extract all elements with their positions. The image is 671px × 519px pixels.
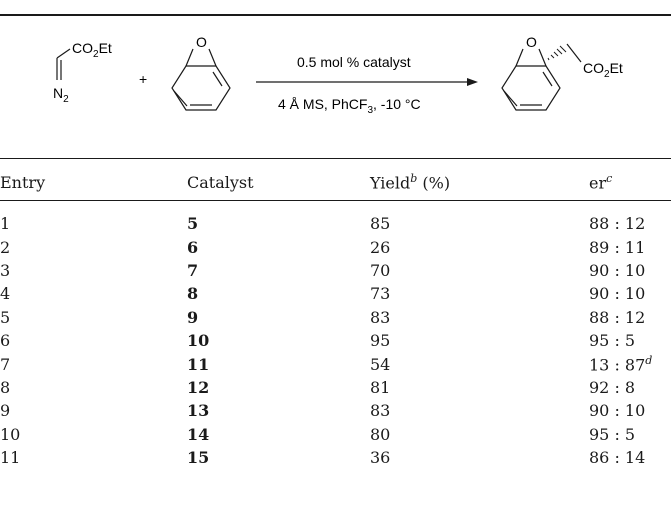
- cell-er: 95 : 5: [589, 331, 636, 351]
- table-row: 1 5 85 88 : 12: [0, 198, 671, 235]
- cell-er: 90 : 10: [589, 401, 646, 421]
- phthalan-structure: [171, 48, 231, 111]
- cell-er: 88 : 12: [589, 214, 646, 234]
- cell-catalyst: 13: [187, 401, 210, 421]
- table-row: 10 14 80 95 : 5: [0, 423, 671, 446]
- cell-er: 95 : 5: [589, 424, 636, 444]
- cell-catalyst: 9: [187, 307, 199, 327]
- cell-entry: 3: [0, 260, 11, 280]
- cell-catalyst: 7: [187, 260, 199, 280]
- table-row: 9 13 83 90 : 10: [0, 399, 671, 422]
- table-row: 8 12 81 92 : 8: [0, 376, 671, 399]
- header-er: erc: [589, 172, 613, 193]
- cell-entry: 8: [0, 377, 11, 397]
- cell-yield: 26: [370, 237, 391, 257]
- cell-er: 90 : 10: [589, 284, 646, 304]
- table-header-row: Entry Catalyst Yieldb (%) erc: [0, 167, 671, 198]
- cell-entry: 9: [0, 401, 11, 421]
- product-oxygen: O: [526, 34, 537, 50]
- arrow-conditions-top: 0.5 mol % catalyst: [297, 54, 411, 70]
- cell-yield: 80: [370, 424, 391, 444]
- product-hashed-wedge: [547, 45, 567, 61]
- cell-entry: 7: [0, 354, 11, 374]
- cell-er: 86 : 14: [589, 448, 646, 468]
- cell-entry: 1: [0, 214, 11, 234]
- table-row: 11 15 36 86 : 14: [0, 446, 671, 469]
- diazo-n2-label: N2: [53, 85, 69, 105]
- cell-er: 92 : 8: [589, 377, 636, 397]
- phthalan-oxygen: O: [196, 34, 207, 50]
- cell-entry: 6: [0, 331, 11, 351]
- top-rule: [0, 14, 671, 16]
- reaction-arrow-head: [467, 78, 478, 86]
- cell-er: 13 : 87d: [589, 353, 653, 375]
- reaction-scheme: CO2Et N2 + O 0.5 mol % catalyst 4 Å MS, …: [0, 14, 671, 154]
- cell-entry: 10: [0, 424, 21, 444]
- cell-entry: 5: [0, 307, 11, 327]
- cell-catalyst: 12: [187, 377, 210, 397]
- cell-yield: 36: [370, 448, 391, 468]
- plus-sign: +: [139, 71, 147, 87]
- cell-catalyst: 11: [187, 354, 210, 374]
- cell-yield: 73: [370, 284, 391, 304]
- cell-catalyst: 8: [187, 284, 199, 304]
- table-row: 7 11 54 13 : 87d: [0, 352, 671, 375]
- cell-yield: 95: [370, 331, 391, 351]
- cell-yield: 81: [370, 377, 391, 397]
- header-catalyst: Catalyst: [187, 173, 254, 192]
- cell-entry: 11: [0, 448, 21, 468]
- cell-er: 89 : 11: [589, 237, 646, 257]
- arrow-conditions-bottom: 4 Å MS, PhCF3, -10 °C: [278, 96, 421, 116]
- header-er-footnote: c: [606, 172, 613, 186]
- cell-yield: 70: [370, 260, 391, 280]
- table-row: 4 8 73 90 : 10: [0, 282, 671, 305]
- cell-er-footnote: d: [645, 353, 653, 367]
- table-row: 5 9 83 88 : 12: [0, 306, 671, 329]
- header-entry: Entry: [0, 173, 46, 192]
- cell-catalyst: 6: [187, 237, 199, 257]
- diazo-ester-label: CO2Et: [72, 40, 112, 60]
- table-row: 6 10 95 95 : 5: [0, 329, 671, 352]
- cell-er: 88 : 12: [589, 307, 646, 327]
- cell-yield: 83: [370, 401, 391, 421]
- cell-catalyst: 5: [187, 214, 199, 234]
- cell-entry: 4: [0, 284, 11, 304]
- cell-er: 90 : 10: [589, 260, 646, 280]
- cell-catalyst: 14: [187, 424, 210, 444]
- scheme-rule: [0, 158, 671, 159]
- reaction-scheme-svg: CO2Et N2 + O 0.5 mol % catalyst 4 Å MS, …: [53, 34, 623, 116]
- cell-yield: 85: [370, 214, 391, 234]
- product-ester-label: CO2Et: [583, 60, 623, 80]
- cell-catalyst: 15: [187, 448, 210, 468]
- product-structure: [501, 43, 582, 111]
- cell-entry: 2: [0, 237, 11, 257]
- ethyl-diazoacetate: [56, 48, 71, 80]
- header-yield-footnote: b: [410, 172, 418, 186]
- cell-catalyst: 10: [187, 331, 210, 351]
- cell-yield: 83: [370, 307, 391, 327]
- header-yield: Yieldb (%): [370, 172, 451, 193]
- cell-yield: 54: [370, 354, 391, 374]
- table-row: 3 7 70 90 : 10: [0, 259, 671, 282]
- header-rule: [0, 200, 671, 201]
